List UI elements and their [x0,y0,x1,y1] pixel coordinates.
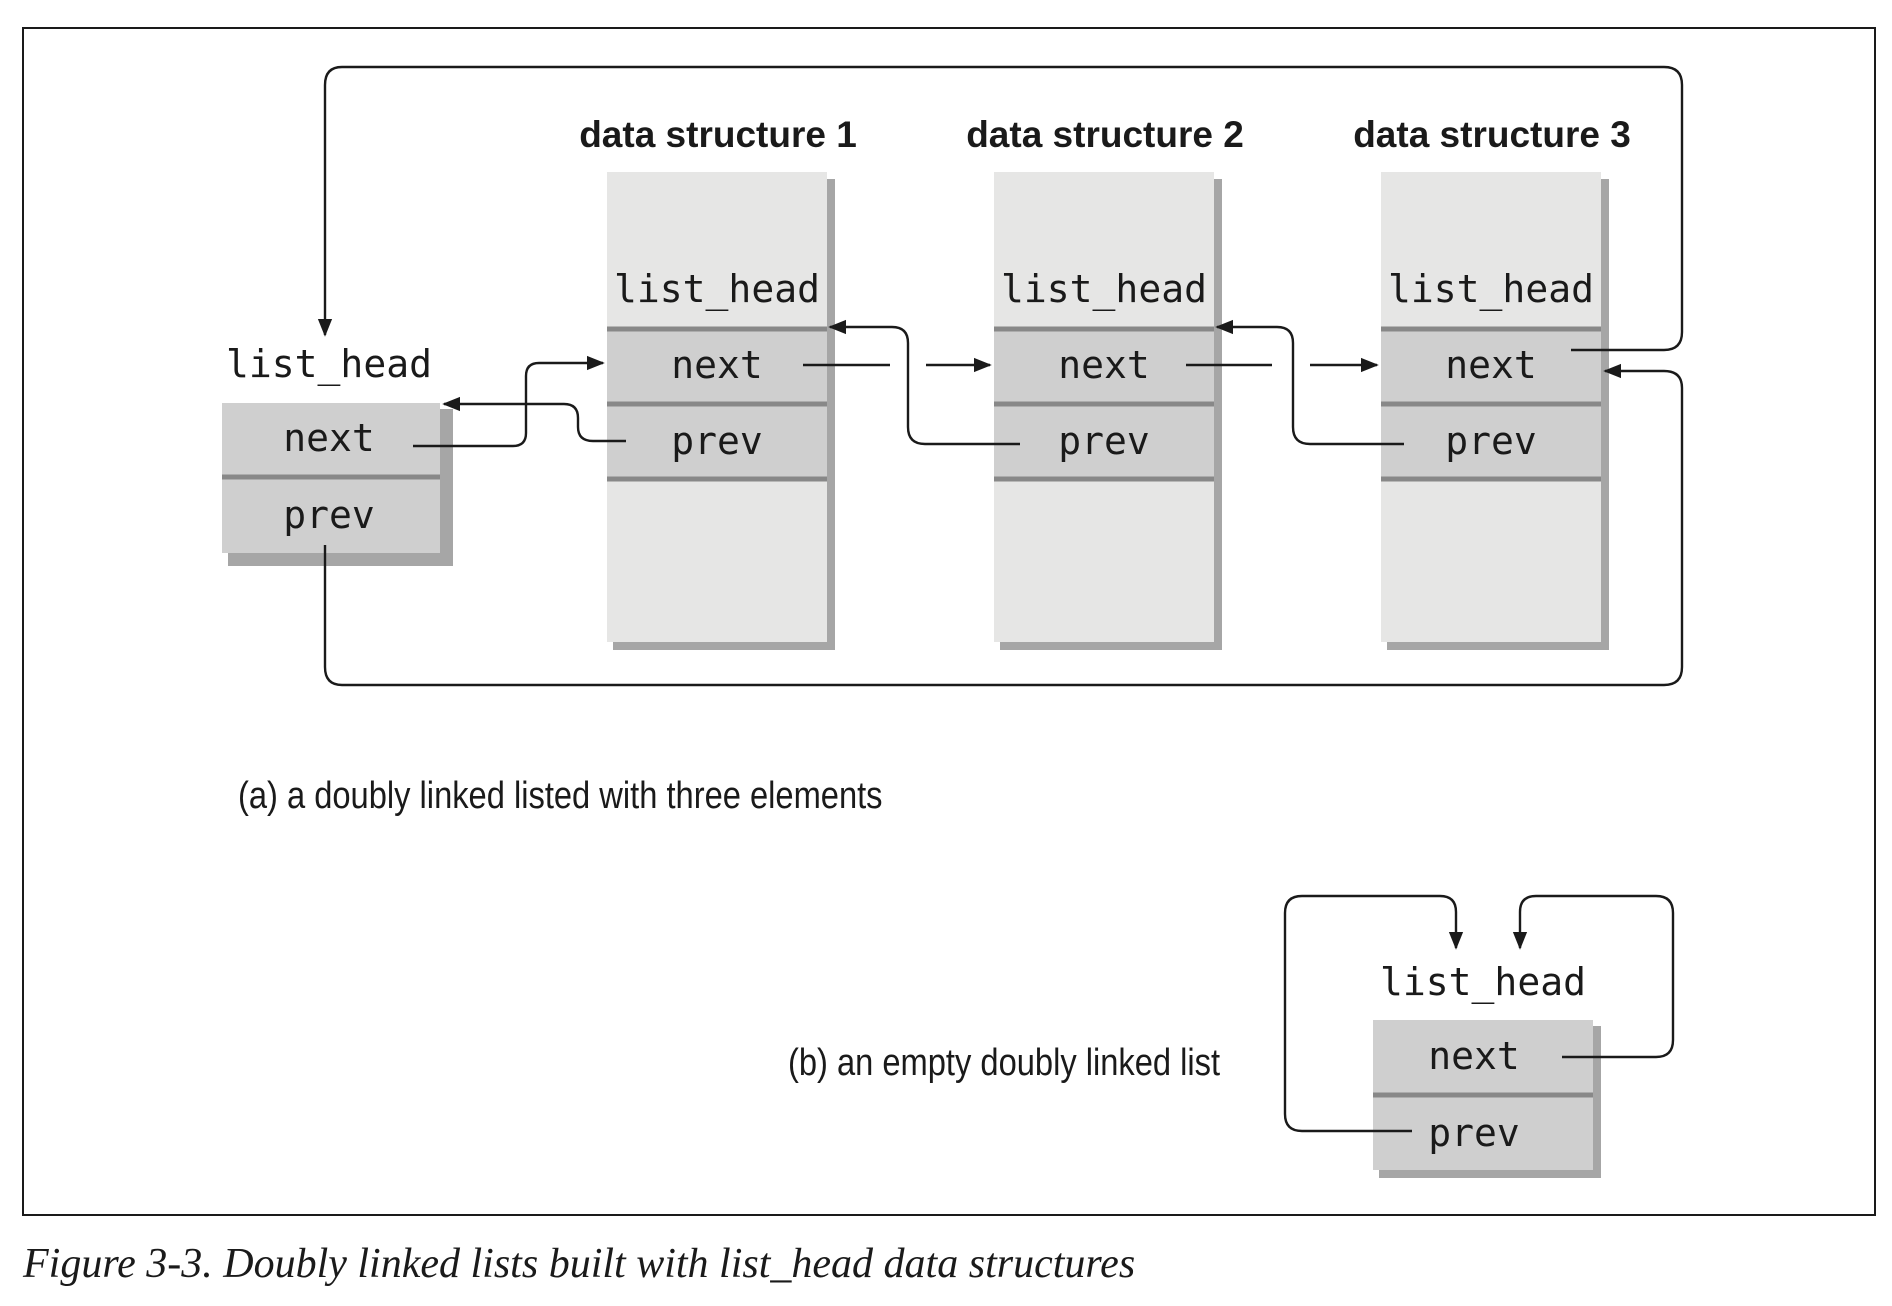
structure-3-prev-field: prev [1445,419,1537,463]
arrow-head-prev-to-ds3 [323,363,1684,687]
arrow-ds3-prev-to-ds2 [1215,319,1404,446]
structure-1-next-field: next [671,343,763,387]
structure-2-prev-field: prev [1058,419,1150,463]
arrow-empty-next-self [1512,894,1675,1059]
head-node-prev-field: prev [283,493,375,537]
structure-1-list-head-label: list_head [614,267,820,312]
arrow-empty-prev-self [1283,894,1464,1133]
structure-2-list-head-label: list_head [1001,267,1207,312]
structure-2-title: data structure 2 [966,114,1244,155]
empty-node-next-field: next [1428,1034,1520,1078]
structure-3-list-head-label: list_head [1388,267,1594,312]
head-node: list_head next prev [222,342,453,566]
data-structure-2: data structure 2 list_head next prev [966,114,1244,650]
arrow-ds1-prev-to-head [442,396,626,443]
empty-node-prev-field: prev [1428,1111,1520,1155]
structure-2-next-field: next [1058,343,1150,387]
arrow-ds2-prev-to-ds1 [828,319,1020,446]
data-structure-1: data structure 1 list_head next prev [579,114,857,650]
figure-caption: Figure 3-3. Doubly linked lists built wi… [22,1241,1135,1287]
head-node-label: list_head [226,342,432,387]
caption-part-b: (b) an empty doubly linked list [788,1041,1220,1084]
head-node-next-field: next [283,416,375,460]
structure-3-title: data structure 3 [1353,114,1631,155]
structure-1-title: data structure 1 [579,114,857,155]
empty-list-node: list_head next prev [1373,960,1601,1178]
structure-1-prev-field: prev [671,419,763,463]
structure-3-next-field: next [1445,343,1537,387]
empty-node-label: list_head [1380,960,1586,1005]
arrow-ds3-next-to-head [317,65,1684,352]
caption-part-a: (a) a doubly linked listed with three el… [238,774,883,817]
data-structure-3: data structure 3 list_head next prev [1353,114,1631,650]
